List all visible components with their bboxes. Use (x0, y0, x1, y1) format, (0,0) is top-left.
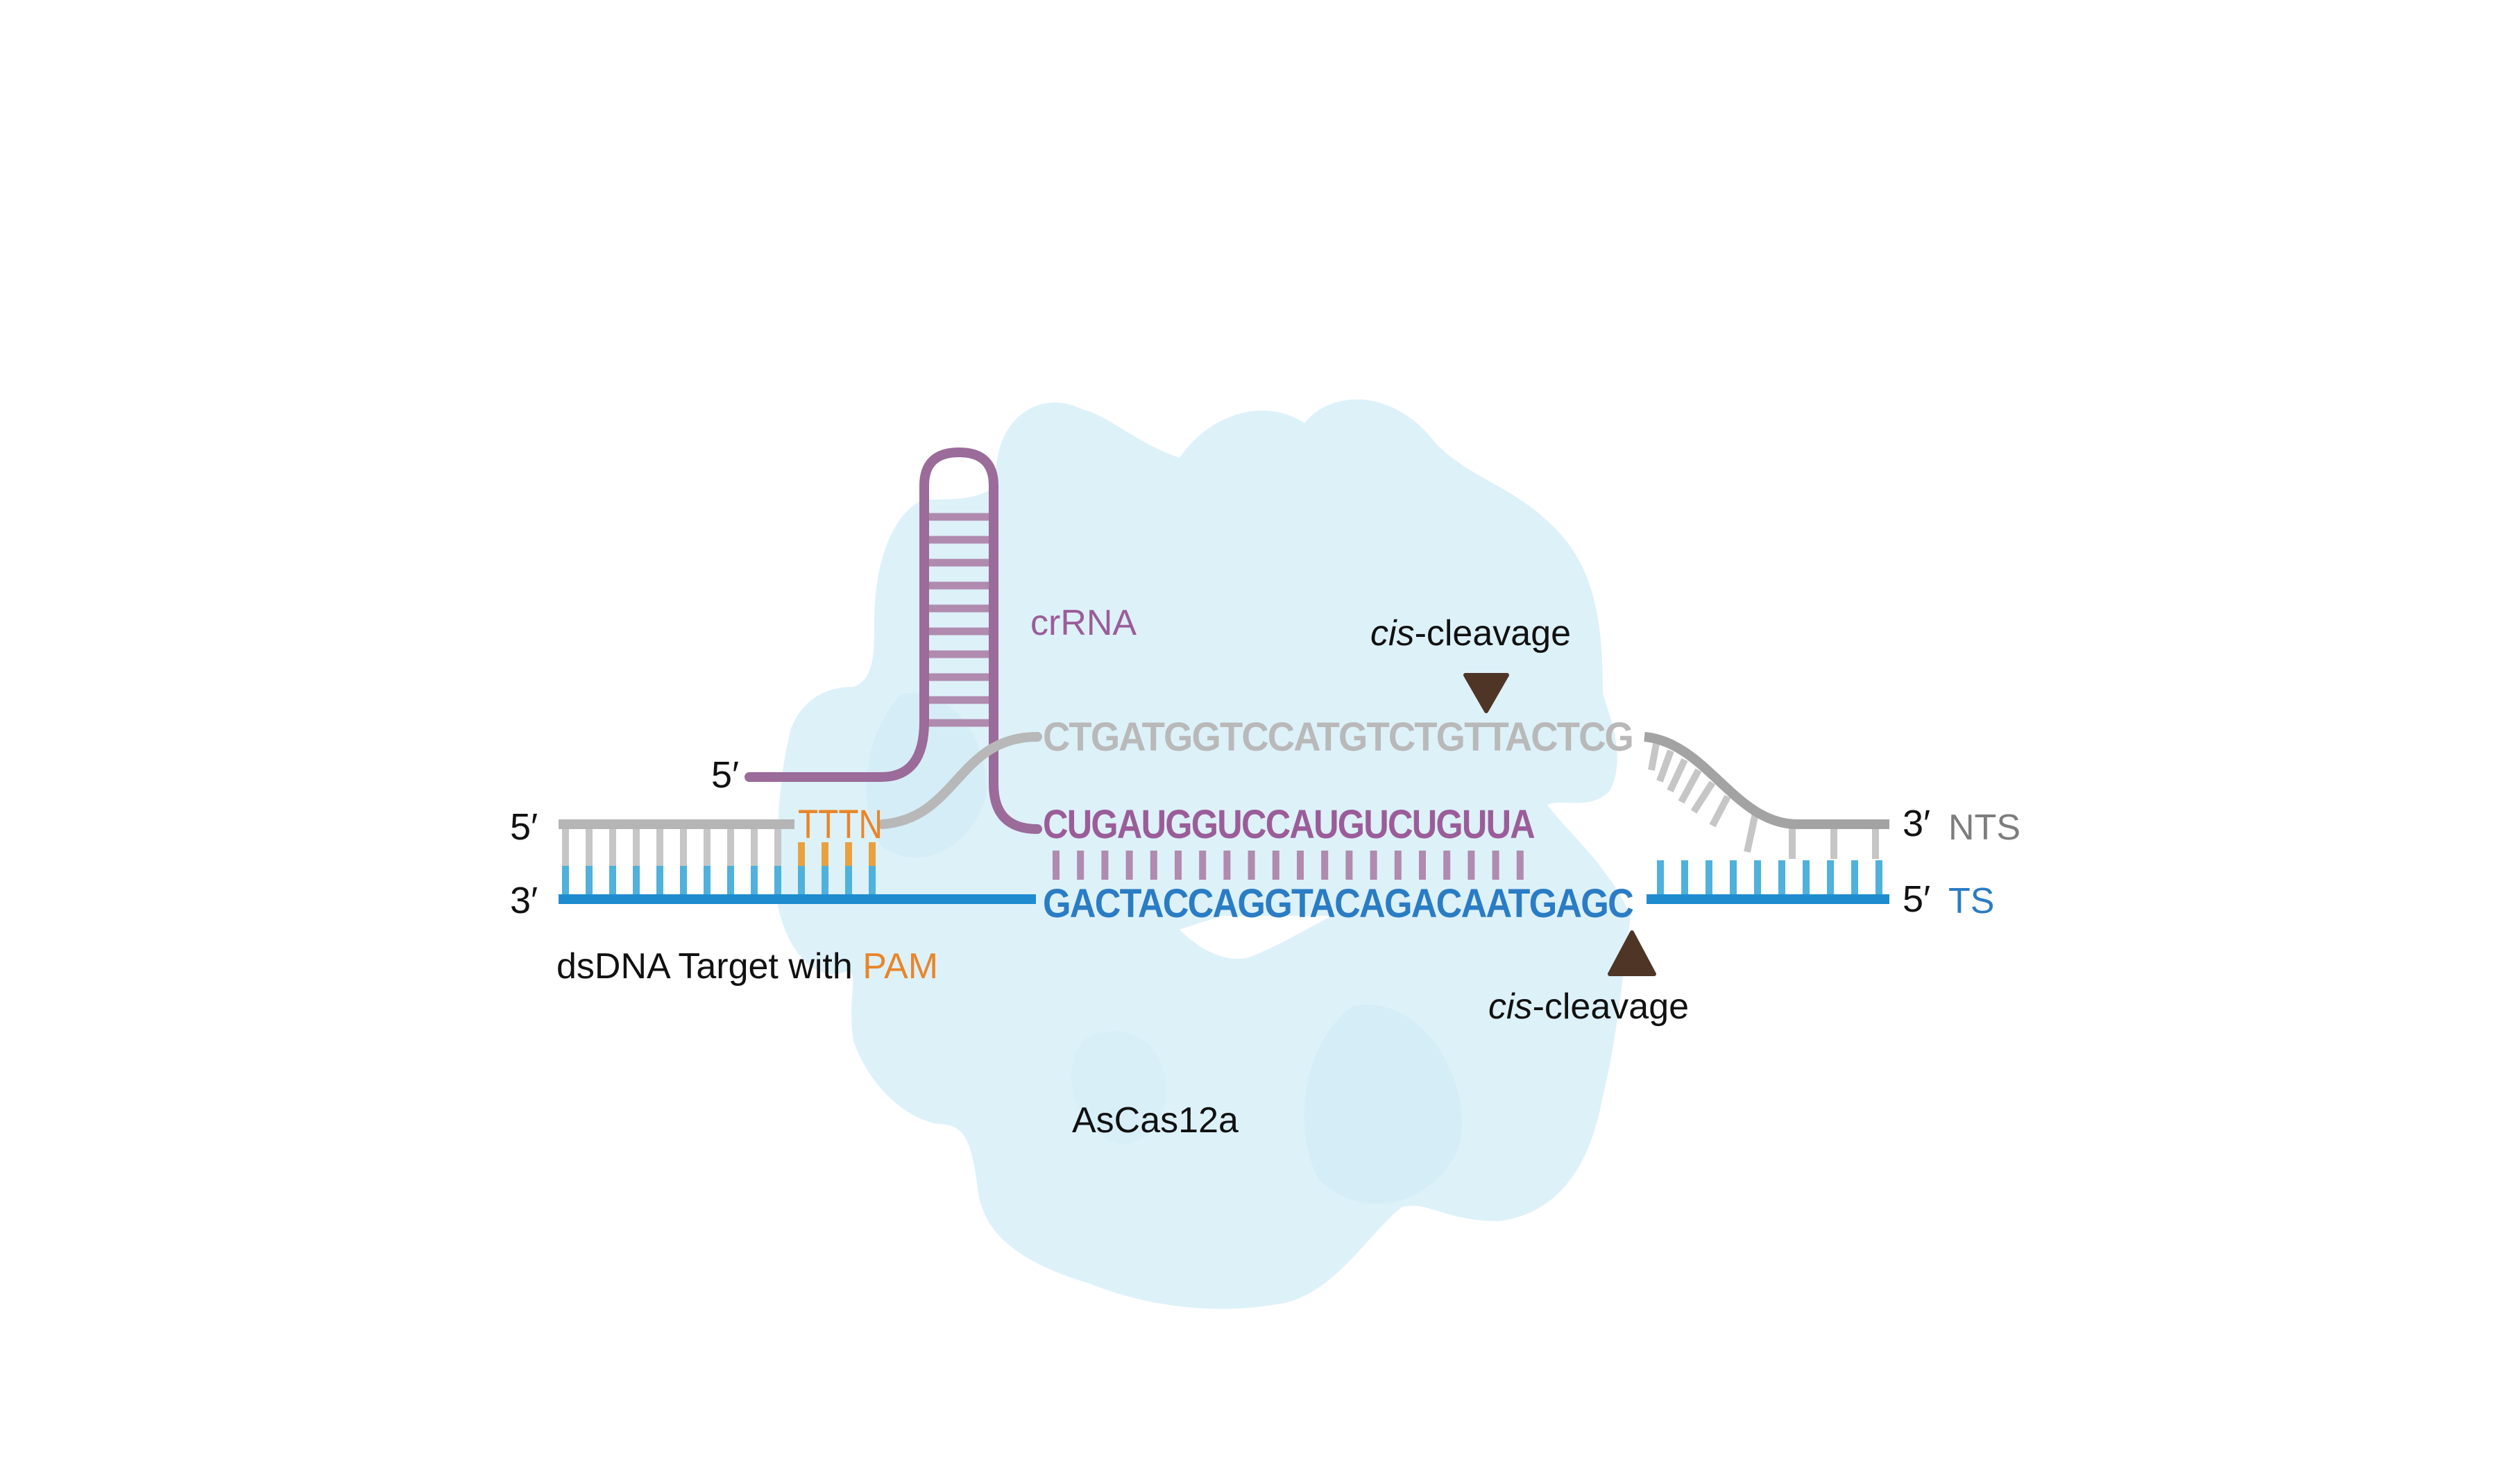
protein-shade-2 (1304, 1005, 1462, 1204)
crrna-5prime-label: 5′ (711, 754, 739, 796)
nts-right-rung (1656, 749, 1674, 783)
ts-right-rungs (1657, 860, 1882, 895)
ts-left-3prime-label: 3′ (510, 880, 538, 921)
crrna-hairpin-rungs (928, 513, 989, 727)
dsdna-target-prefix: dsDNA Target with (556, 946, 862, 987)
nts-right-rung (1709, 794, 1731, 828)
nts-right-backbone (1644, 732, 1889, 829)
crrna-backbone (745, 447, 1042, 834)
nts-right-3prime-label: 3′ (1903, 803, 1930, 844)
dsdna-target-label: dsDNA Target with PAM (556, 946, 938, 987)
cis-italic-bottom: cis (1488, 987, 1533, 1027)
spacer-base-pairs (1053, 851, 1524, 880)
ts-sequence: GACTACCAGGTACAGACAATGAGC (1043, 881, 1633, 926)
pam-label: PAM (862, 946, 938, 987)
cleavage-rest-bottom: -cleavage (1533, 987, 1689, 1027)
cis-cleavage-label-top: cis-cleavage (1370, 613, 1571, 654)
protein-shade-3 (1071, 1031, 1166, 1145)
nts-right-rung (1744, 812, 1759, 853)
nts-sequence: CTGATGGTCCATGTCTGTTACTCG (1043, 715, 1633, 760)
protein-shade-1 (866, 693, 987, 858)
nts-left-5prime-label: 5′ (510, 806, 538, 848)
nts-unwound-backbone (878, 732, 1042, 829)
ts-name-label: TS (1948, 881, 1994, 921)
ascas12a-label: AsCas12a (1072, 1100, 1239, 1141)
ts-right-5prime-label: 5′ (1903, 878, 1930, 920)
nts-right-rung (1667, 758, 1688, 793)
cleavage-arrow-bottom (1608, 930, 1656, 976)
nts-right-rung (1678, 768, 1702, 804)
nts-name-label: NTS (1948, 808, 2021, 848)
cis-italic-top: cis (1370, 613, 1415, 654)
crrna (745, 447, 1042, 834)
protein-gap (1180, 916, 1332, 959)
crrna-label: crRNA (1030, 603, 1137, 643)
cleavage-arrow-top (1463, 673, 1509, 713)
nts-right-rung (1648, 743, 1660, 771)
nts-right-rung (1690, 781, 1716, 814)
pam-sequence: TTTN (798, 802, 883, 847)
crrna-spacer-sequence: CUGAUGGUCCAUGUCUGUUA (1043, 802, 1535, 847)
ts-left-rungs (562, 866, 876, 895)
nts-right-rungs (1648, 743, 1879, 859)
cleavage-rest-top: -cleavage (1415, 613, 1571, 654)
target-strand (559, 860, 1889, 904)
cis-cleavage-label-bottom: cis-cleavage (1488, 987, 1689, 1027)
